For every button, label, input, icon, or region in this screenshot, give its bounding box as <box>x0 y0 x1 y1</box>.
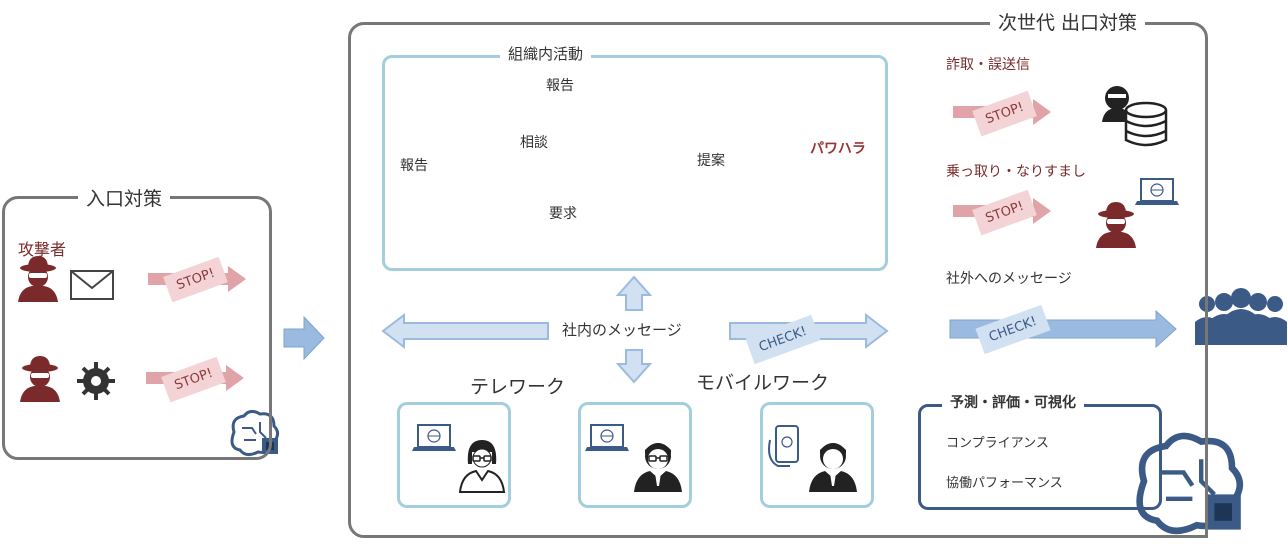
telework-box-1 <box>397 402 511 508</box>
virus-icon <box>77 362 115 400</box>
telework-box-2 <box>578 402 692 508</box>
external-group-icon <box>1195 288 1287 345</box>
prediction-title: 予測・評価・可視化 <box>942 392 1084 412</box>
proposal-label: 提案 <box>697 150 725 170</box>
database-icon <box>1124 101 1168 147</box>
entry-to-exit-arrow <box>283 315 325 361</box>
report-left-label: 報告 <box>400 155 428 175</box>
compliance-label: コンプライアンス <box>946 436 1049 451</box>
telework-label: テレワーク <box>470 376 566 398</box>
consult-label: 相談 <box>520 135 548 151</box>
org-activity-title: 組織内活動 <box>500 43 592 64</box>
performance-label: 協働パフォーマンス <box>946 476 1063 491</box>
org-activity-box <box>382 55 888 271</box>
harassment-label: パワハラ <box>810 141 866 157</box>
exit-frame <box>348 22 1208 538</box>
hacker-icon <box>1102 86 1132 122</box>
fraud-label: 詐取・誤送信 <box>946 57 1030 73</box>
hijack-label: 乗っ取り・なりすまし <box>946 164 1086 180</box>
exit-title: 次世代 出口対策 <box>990 8 1146 35</box>
entry-title: 入口対策 <box>78 184 171 211</box>
prediction-box <box>918 404 1162 510</box>
external-message-label: 社外へのメッセージ <box>946 271 1072 287</box>
attacker-label: 攻撃者 <box>18 240 67 259</box>
smartphone-icon <box>768 425 799 467</box>
request-label: 要求 <box>546 203 580 223</box>
mobile-work-box <box>760 402 874 508</box>
envelope-icon <box>70 270 114 300</box>
internal-message-label: 社内のメッセージ <box>562 321 682 339</box>
report-top-label: 報告 <box>543 75 577 95</box>
mobile-work-label: モバイルワーク <box>696 372 830 394</box>
